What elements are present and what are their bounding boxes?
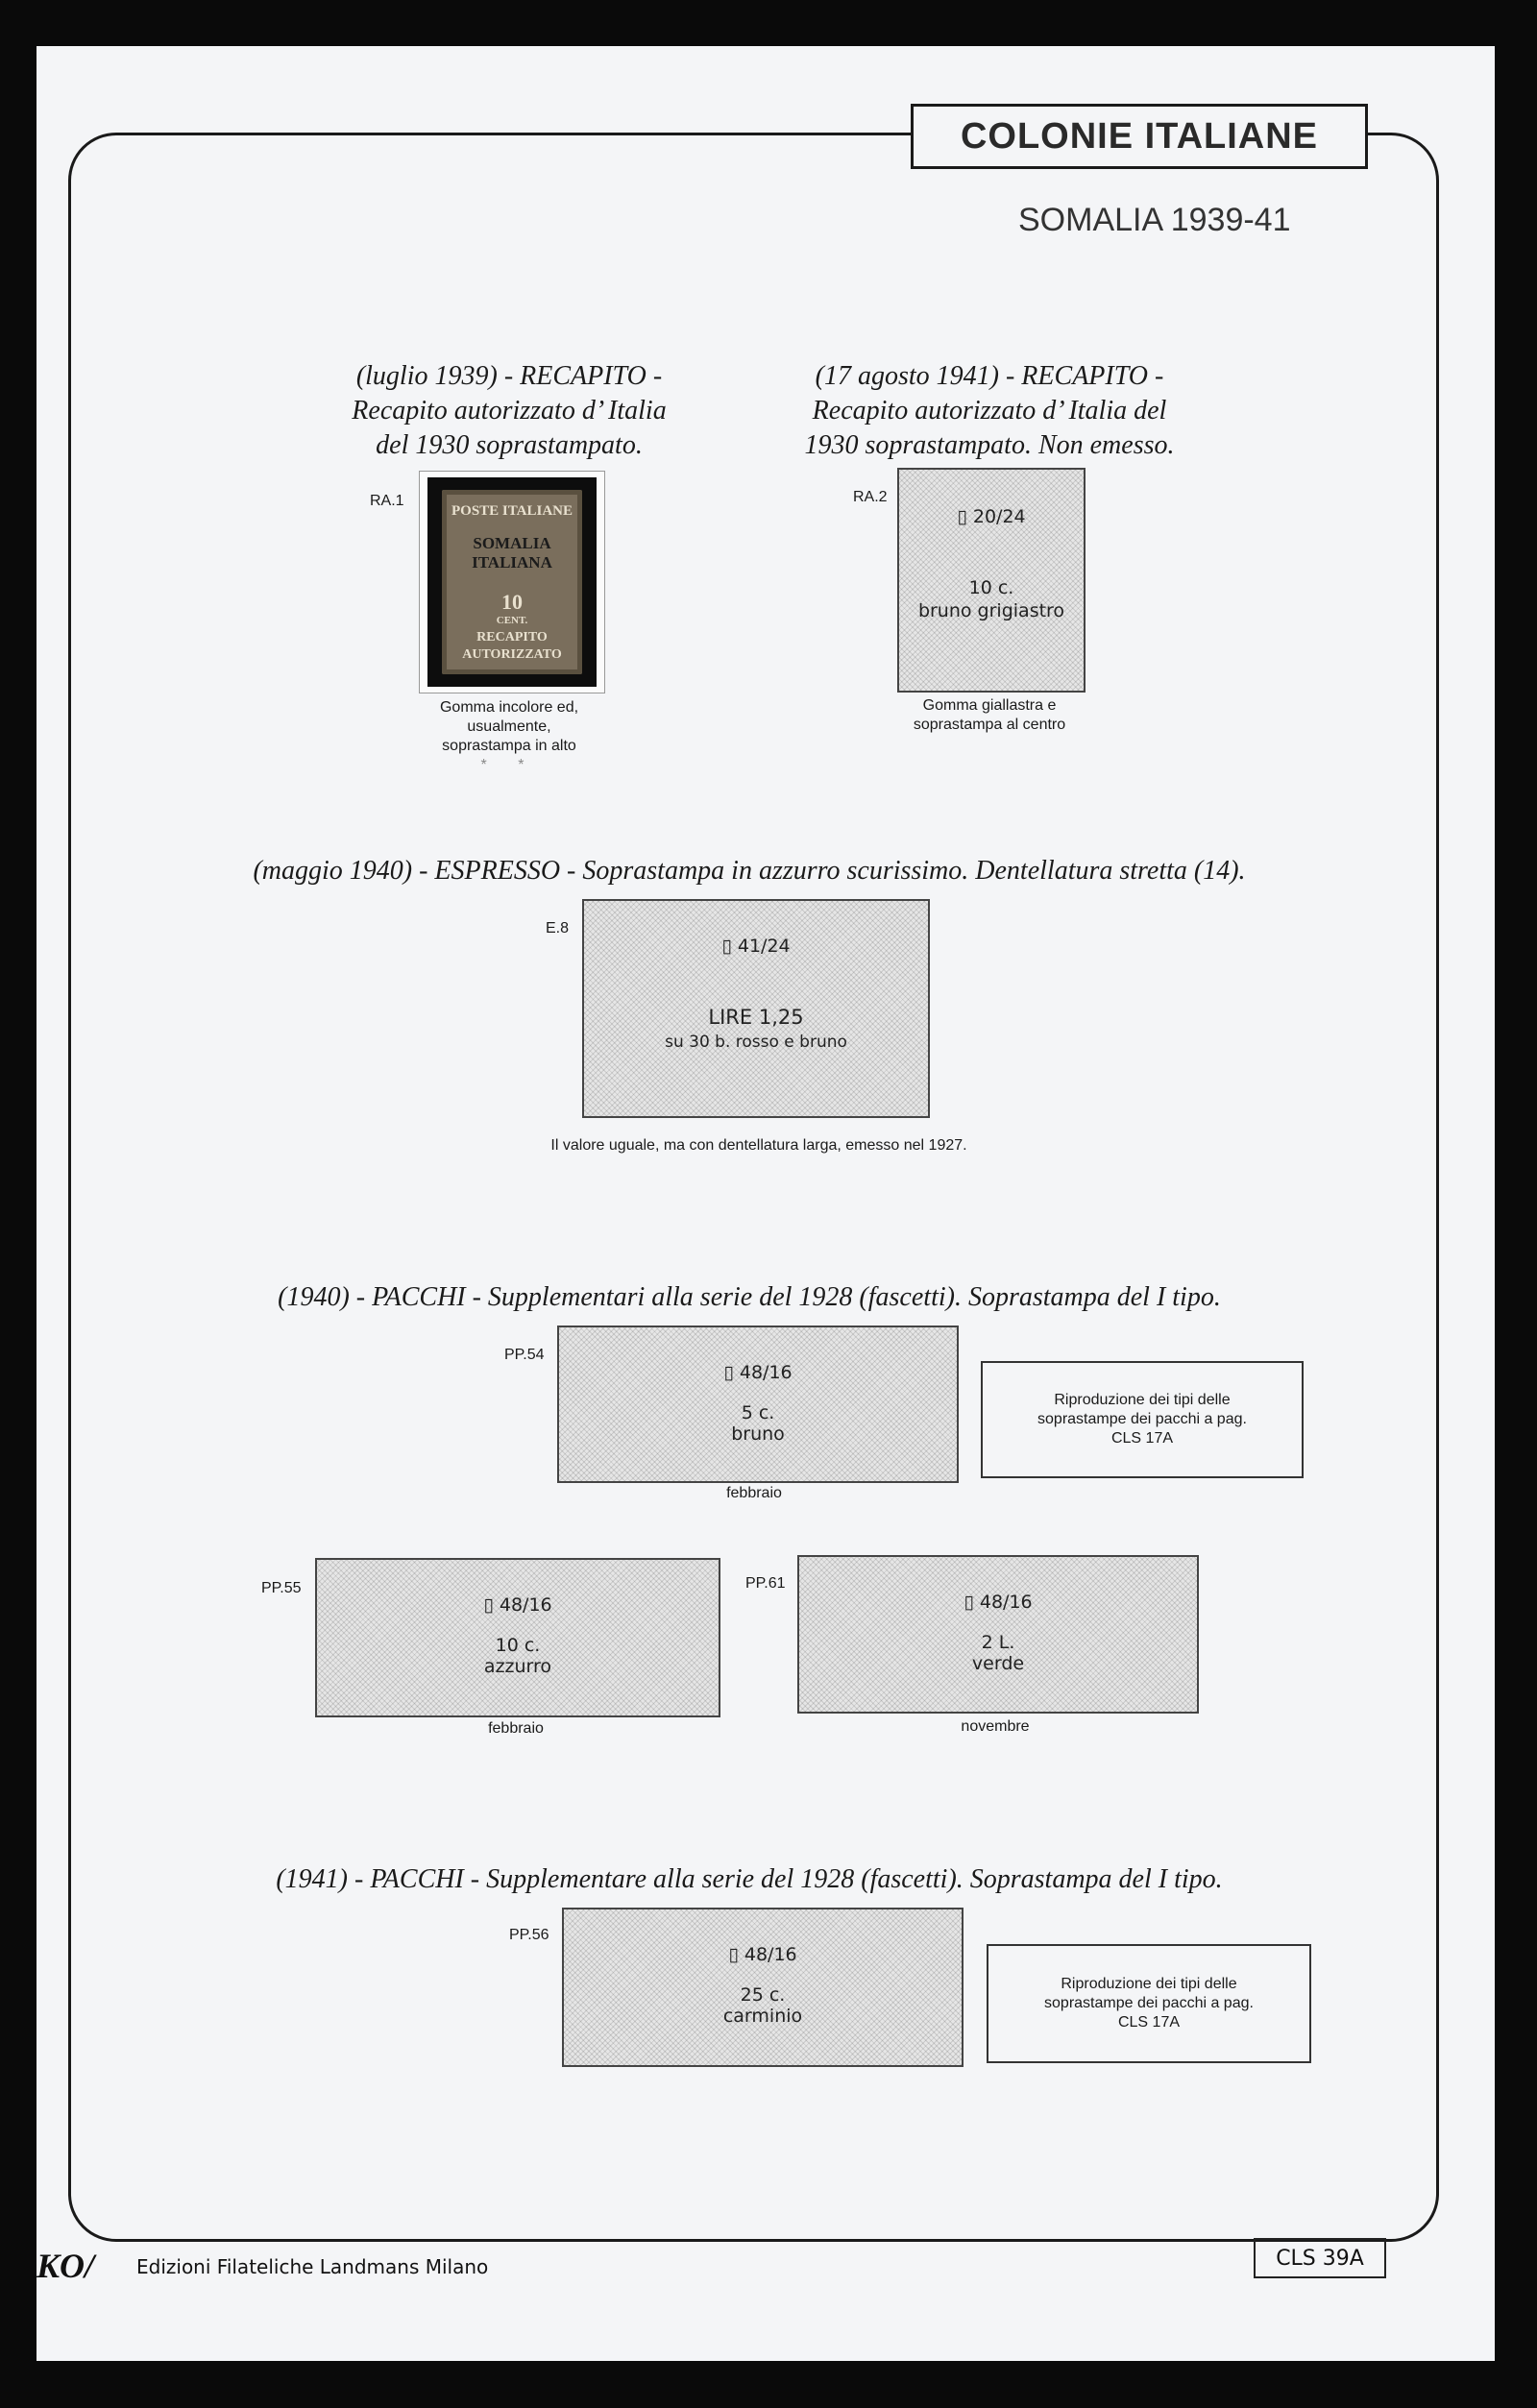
stamp-placeholder-pp55: ▯ 48/16 10 c. azzurro	[315, 1558, 720, 1717]
page-code: CLS 39A	[1254, 2238, 1386, 2278]
page-subtitle: SOMALIA 1939-41	[1018, 202, 1291, 238]
pacchi-1940-info-box: Riproduzione dei tipi delle soprastampe …	[981, 1361, 1304, 1478]
catalog-code-pp54: PP.54	[504, 1347, 545, 1363]
stamp-placeholder-pp56: ▯ 48/16 25 c. carminio	[562, 1908, 964, 2067]
recapito-1939-heading: (luglio 1939) - RECAPITO - Recapito auto…	[352, 361, 667, 460]
pp55-month: febbraio	[488, 1720, 544, 1737]
catalog-code-ra1: RA.1	[370, 493, 404, 509]
catalog-code-ra2: RA.2	[853, 489, 888, 505]
catalog-code-e8: E.8	[546, 920, 570, 936]
publisher-logo: KO/	[37, 2247, 95, 2285]
catalog-code-pp61: PP.61	[745, 1575, 786, 1592]
recapito-1939-note: Gomma incolore ed, usualmente, soprastam…	[439, 699, 579, 773]
pacchi-1941-heading: (1941) - PACCHI - Supplementare alla ser…	[276, 1864, 1223, 1894]
espresso-note: Il valore uguale, ma con dentellatura la…	[550, 1137, 967, 1154]
catalog-code-pp56: PP.56	[509, 1927, 549, 1943]
stamp-ra1: POSTE ITALIANE SOMALIA ITALIANA 10 CENT.…	[419, 471, 605, 693]
pacchi-1940-heading: (1940) - PACCHI - Supplementari alla ser…	[278, 1282, 1221, 1312]
stamp-placeholder-pp54: ▯ 48/16 5 c. bruno	[557, 1326, 959, 1483]
catalog-code-pp55: PP.55	[261, 1580, 302, 1596]
stamp-placeholder-ra2: ▯ 20/24 10 c. bruno grigiastro	[897, 468, 1086, 693]
recapito-1941-heading: (17 agosto 1941) - RECAPITO - Recapito a…	[804, 361, 1175, 460]
publisher-name: Edizioni Filateliche Landmans Milano	[136, 2255, 489, 2278]
recapito-1941-note: Gomma giallastra e soprastampa al centro	[913, 697, 1066, 733]
stamp-placeholder-pp61: ▯ 48/16 2 L. verde	[797, 1555, 1199, 1714]
stamp-image: POSTE ITALIANE SOMALIA ITALIANA 10 CENT.…	[442, 490, 582, 674]
stamp-placeholder-e8: ▯ 41/24 LIRE 1,25 su 30 b. rosso e bruno	[582, 899, 930, 1118]
page-border-frame	[68, 133, 1439, 2242]
pp61-month: novembre	[961, 1718, 1030, 1735]
pacchi-1941-info-box: Riproduzione dei tipi delle soprastampe …	[987, 1944, 1311, 2063]
espresso-heading: (maggio 1940) - ESPRESSO - Soprastampa i…	[253, 856, 1246, 886]
page-title: COLONIE ITALIANE	[911, 104, 1368, 169]
pp54-month: febbraio	[726, 1485, 782, 1501]
